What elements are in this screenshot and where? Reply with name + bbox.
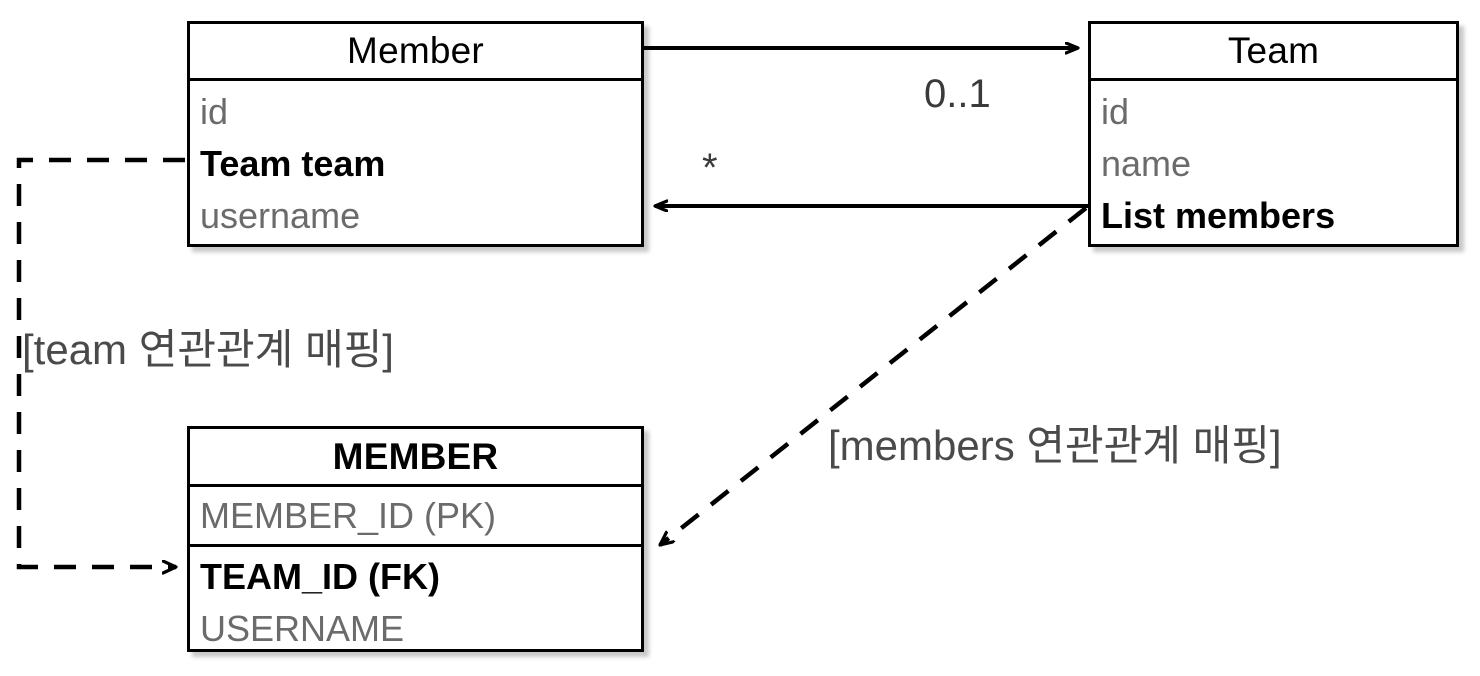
multiplicity-label-team-to-member: * [702, 146, 718, 190]
team-class-box[interactable]: Team id name List members [1088, 21, 1459, 247]
member-class-attribute-username: username [200, 195, 361, 236]
team-class-attribute-members: List members [1101, 195, 1336, 236]
team-class-title: Team [1227, 30, 1320, 71]
member-class-box[interactable]: Member id Team team username [187, 21, 644, 247]
team-class-attributes: id name List members [1091, 78, 1456, 247]
team-class-attribute-id: id [1101, 91, 1130, 132]
member-table-columns-section: TEAM_ID (FK) USERNAME [190, 544, 641, 655]
member-table-box[interactable]: MEMBER MEMBER_ID (PK) TEAM_ID (FK) USERN… [187, 426, 644, 652]
member-table-column-member-id: MEMBER_ID (PK) [200, 494, 497, 536]
member-class-attribute-id: id [200, 91, 229, 132]
note-members-mapping: [members 연관관계 매핑] [828, 422, 1282, 469]
member-table-pk-section: MEMBER_ID (PK) [190, 484, 641, 544]
team-class-attribute-name: name [1101, 143, 1192, 184]
member-class-attributes: id Team team username [190, 78, 641, 247]
mapping-team-dashed-path [16, 157, 185, 567]
member-class-title: Member [347, 30, 484, 71]
member-table-column-username: USERNAME [200, 608, 405, 649]
member-table-column-team-id: TEAM_ID (FK) [200, 556, 440, 597]
mapping-members-dashed-path [660, 206, 1088, 547]
multiplicity-label-member-to-team: 0..1 [924, 72, 991, 116]
note-team-mapping: [team 연관관계 매핑] [22, 326, 394, 373]
member-table-title: MEMBER [332, 435, 499, 477]
member-class-attribute-team: Team team [200, 143, 386, 184]
